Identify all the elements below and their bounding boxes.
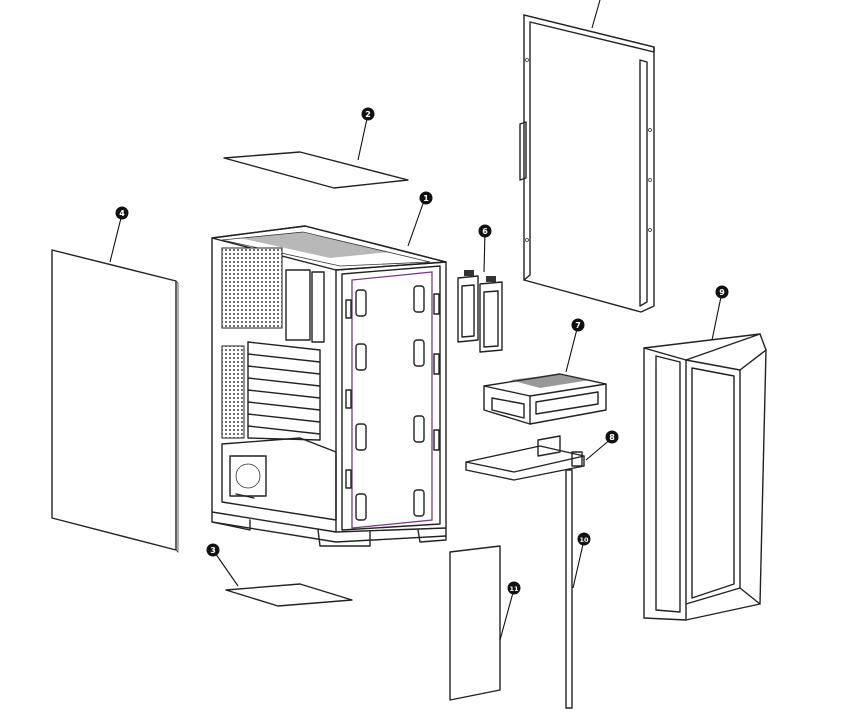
main-chassis bbox=[211, 197, 447, 547]
callout-7: 7 bbox=[571, 318, 585, 332]
svg-text:2: 2 bbox=[365, 110, 371, 119]
callouts: 1 2 3 4 6 7 8 9 bbox=[115, 107, 729, 595]
callout-3: 3 bbox=[206, 543, 220, 557]
callout-11: 11 bbox=[507, 581, 521, 595]
callout-4: 4 bbox=[115, 206, 129, 220]
front-panel bbox=[643, 291, 767, 621]
svg-text:10: 10 bbox=[579, 536, 589, 544]
svg-text:1: 1 bbox=[423, 194, 429, 203]
callout-2: 2 bbox=[361, 107, 375, 121]
support-rod bbox=[565, 469, 585, 709]
callout-9: 9 bbox=[715, 285, 729, 299]
callout-10: 10 bbox=[577, 532, 591, 546]
svg-text:11: 11 bbox=[509, 585, 519, 593]
hdd-cage bbox=[483, 324, 607, 425]
svg-text:7: 7 bbox=[575, 321, 581, 330]
ssd-brackets bbox=[457, 230, 503, 353]
callout-1: 1 bbox=[419, 191, 433, 205]
svg-text:8: 8 bbox=[609, 433, 615, 442]
rear-mesh bbox=[221, 247, 283, 439]
svg-text:6: 6 bbox=[482, 227, 488, 236]
callout-6: 6 bbox=[478, 224, 492, 238]
bottom-dust-filter bbox=[212, 549, 353, 607]
callout-8: 8 bbox=[605, 430, 619, 444]
right-side-panel-top bbox=[519, 0, 655, 313]
top-dust-filter bbox=[223, 113, 409, 189]
left-side-panel bbox=[51, 213, 179, 553]
shroud-cover bbox=[449, 545, 515, 701]
svg-text:9: 9 bbox=[719, 288, 725, 297]
svg-text:3: 3 bbox=[210, 546, 216, 555]
svg-text:4: 4 bbox=[119, 209, 125, 218]
gpu-bracket bbox=[465, 435, 613, 481]
